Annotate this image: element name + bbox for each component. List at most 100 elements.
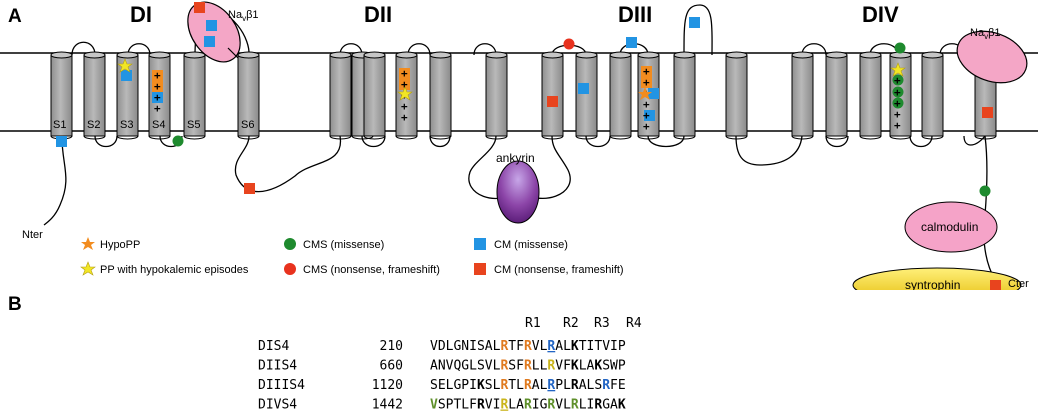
svg-text:+: + xyxy=(894,97,901,110)
residue-run: VDLGNISAL xyxy=(430,339,501,354)
legend-red-circle-icon xyxy=(284,263,296,275)
legend-label-cm-nonsense: CM (nonsense, frameshift) xyxy=(494,264,624,276)
svg-text:+: + xyxy=(894,74,901,87)
svg-text:+: + xyxy=(401,78,408,91)
segment-label-s6: S6 xyxy=(241,119,254,131)
helix-di-s5 xyxy=(183,51,206,140)
domain-label-div: DIV xyxy=(862,2,899,27)
arg-header-r4: R4 xyxy=(626,316,642,331)
residue-run: K xyxy=(594,359,602,374)
helix-di-s1 xyxy=(50,51,73,140)
svg-text:+: + xyxy=(643,120,650,133)
residue-run: TL xyxy=(508,378,524,393)
calmodulin-label: calmodulin xyxy=(921,220,978,234)
legend-orange-star-icon xyxy=(81,237,95,250)
helix-div-s1 xyxy=(791,51,814,140)
highlighted-residue: R xyxy=(524,378,532,393)
n-terminus-label: Nter xyxy=(22,229,43,241)
highlighted-residue: R xyxy=(524,359,532,374)
svg-text:+: + xyxy=(643,65,650,78)
beta1-label-div: Navβ1 xyxy=(970,27,1001,41)
helix-dii-s1 xyxy=(329,51,352,140)
highlighted-residue: R xyxy=(500,398,508,413)
svg-text:+: + xyxy=(643,98,650,111)
helix-di-s6 xyxy=(237,51,260,140)
highlighted-residue: R xyxy=(500,378,508,393)
residue-run: LI xyxy=(579,398,595,413)
domain-label-dii: DII xyxy=(364,2,392,27)
residue-run: SF xyxy=(508,359,524,374)
highlighted-residue: R xyxy=(547,359,555,374)
helix-diii-s1 xyxy=(541,51,564,140)
residue-run: AL xyxy=(532,378,548,393)
legend-label-pp: PP with hypokalemic episodes xyxy=(100,264,249,276)
sequence-row-position: 210 xyxy=(380,339,403,354)
residue-run: R xyxy=(477,398,485,413)
residue-run: K xyxy=(571,339,579,354)
svg-text:+: + xyxy=(154,69,161,82)
sequence-row-name: DIVS4 xyxy=(258,398,297,413)
segment-label-s3: S3 xyxy=(120,119,133,131)
helix-div-s3 xyxy=(859,51,882,140)
svg-text:+: + xyxy=(643,109,650,122)
sequence-row-position: 1120 xyxy=(372,378,403,393)
helix-dii-s6 xyxy=(485,51,508,140)
residue-run: SWP xyxy=(602,359,626,374)
residue-run: GA xyxy=(602,398,618,413)
svg-text:+: + xyxy=(154,91,161,104)
residue-run: SELGPI xyxy=(430,378,477,393)
highlighted-residue: R xyxy=(500,339,508,354)
residue-run: VL xyxy=(555,398,571,413)
highlighted-residue: R xyxy=(571,398,579,413)
legend-label-hypopp: HypoPP xyxy=(100,239,140,251)
svg-text:+: + xyxy=(401,111,408,124)
residue-run: K xyxy=(477,378,485,393)
residue-run: PL xyxy=(555,378,571,393)
helix-dii-s3 xyxy=(363,51,386,140)
svg-text:+: + xyxy=(401,67,408,80)
beta1-label-di: Navβ1 xyxy=(228,9,259,23)
highlighted-residue: R xyxy=(524,339,532,354)
residue-run: VL xyxy=(532,339,548,354)
sequence-row-position: 1442 xyxy=(372,398,403,413)
ankyrin-label: ankyrin xyxy=(496,151,535,165)
sequence-residues: VSPTLFRVIRLARIGRVLRLIRGAK xyxy=(430,398,626,413)
helix-div-s5 xyxy=(921,51,944,140)
residue-run: AL xyxy=(555,339,571,354)
beta1-subunit-div: Navβ1 xyxy=(956,27,1028,84)
sequence-residues: ANVQGLSVLRSFRLLRVFKLAKSWP xyxy=(430,359,626,374)
residue-run: LA xyxy=(579,359,595,374)
helix-diii-s6 xyxy=(725,51,748,140)
sequence-row-name: DIIS4 xyxy=(258,359,297,374)
highlighted-residue: R xyxy=(602,378,610,393)
legend-red-square-icon xyxy=(474,263,486,275)
domain-label-diii: DIII xyxy=(618,2,652,27)
highlighted-residue: R xyxy=(500,359,508,374)
beta1-subunit-di: Navβ1 xyxy=(187,1,259,63)
svg-text:+: + xyxy=(643,76,650,89)
residue-run: VI xyxy=(485,398,501,413)
sequence-row-position: 660 xyxy=(380,359,403,374)
s4-charges: + + + + + + + + + + + + + + + + + + + + … xyxy=(152,62,904,133)
mutation-markers xyxy=(56,2,1001,290)
residue-run: LA xyxy=(508,398,524,413)
calmodulin-protein: calmodulin xyxy=(904,201,998,253)
highlighted-residue: V xyxy=(430,398,438,413)
highlighted-residue: R xyxy=(524,398,532,413)
legend-label-cms-missense: CMS (missense) xyxy=(303,239,384,251)
residue-run: ANVQGLSVL xyxy=(430,359,501,374)
arg-header-r3: R3 xyxy=(594,316,610,331)
svg-text:+: + xyxy=(154,102,161,115)
panel-label-b: B xyxy=(8,294,22,315)
channel-topology-diagram: A DI DII DIII DIV xyxy=(0,1,1038,290)
svg-text:+: + xyxy=(894,108,901,121)
arg-header-r2: R2 xyxy=(563,316,579,331)
residue-run: SPTLF xyxy=(438,398,477,413)
highlighted-residue: R xyxy=(547,378,555,393)
segment-label-s2: S2 xyxy=(87,119,100,131)
residue-run: SL xyxy=(485,378,501,393)
sequence-row-name: DIS4 xyxy=(258,339,289,354)
legend: HypoPP PP with hypokalemic episodes CMS … xyxy=(80,237,624,276)
helix-diii-s3 xyxy=(609,51,632,140)
